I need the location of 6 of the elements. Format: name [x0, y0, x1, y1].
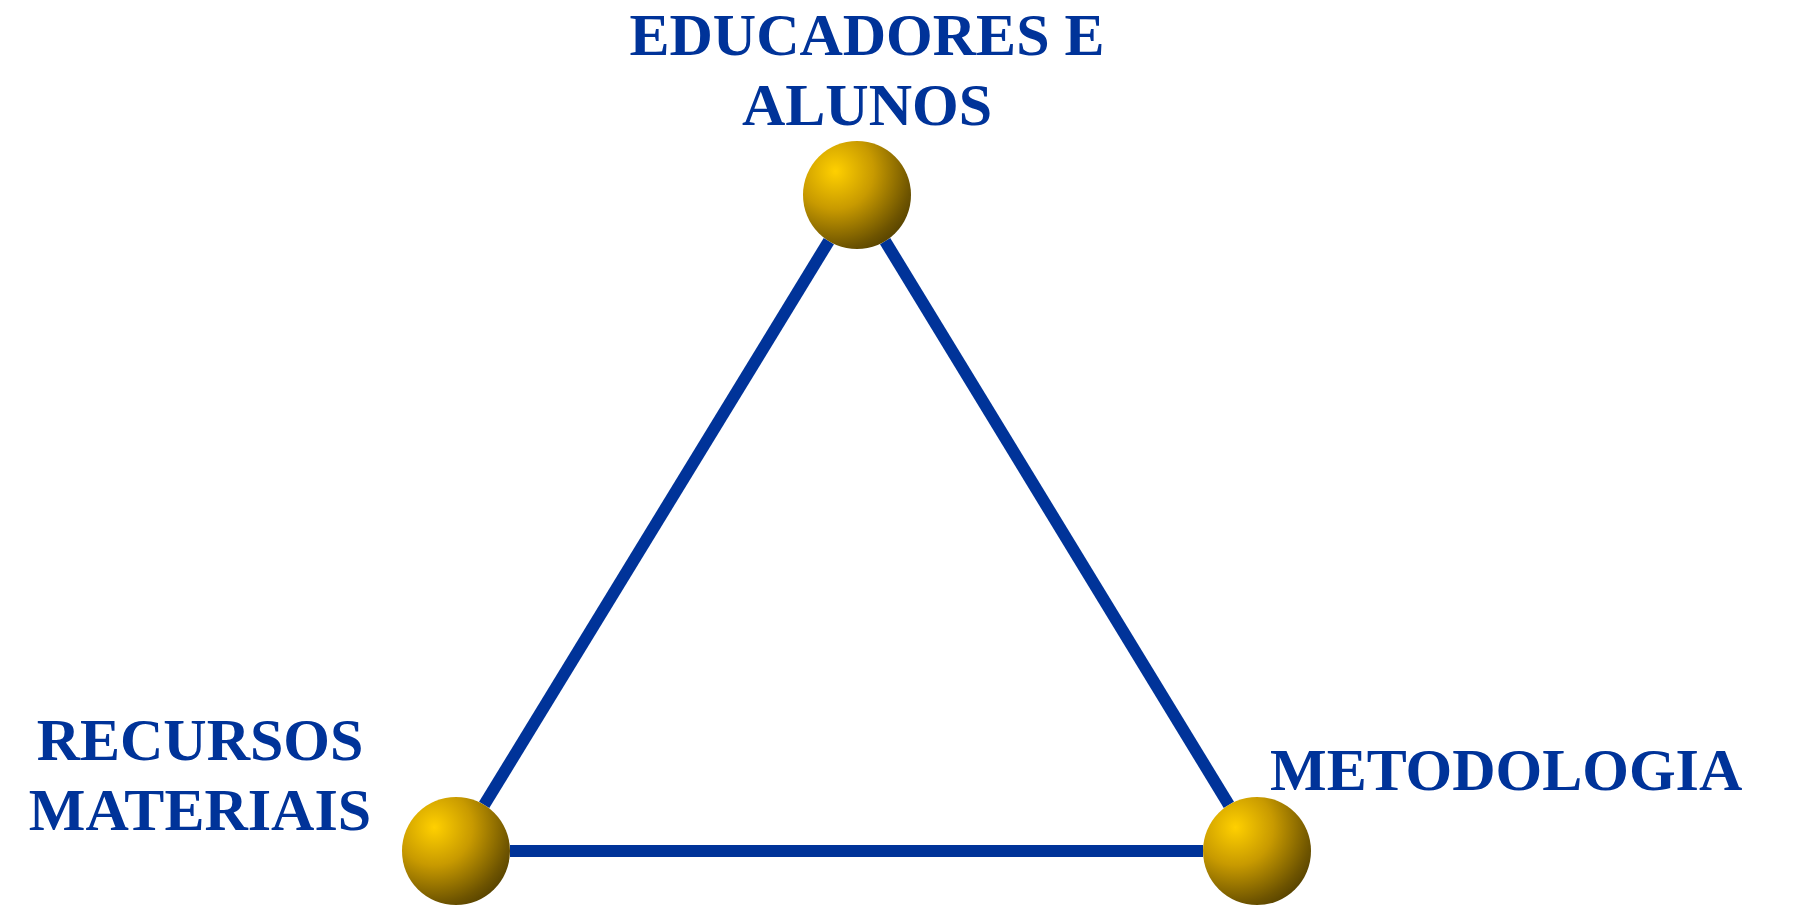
node-label: RECURSOS MATERIAIS [27, 706, 373, 845]
node-label: METODOLOGIA [1270, 736, 1744, 805]
connector-line [510, 845, 1203, 857]
connector-line [479, 237, 834, 809]
connector-line [880, 237, 1234, 809]
node-label: EDUCADORES E ALUNOS [628, 1, 1106, 140]
